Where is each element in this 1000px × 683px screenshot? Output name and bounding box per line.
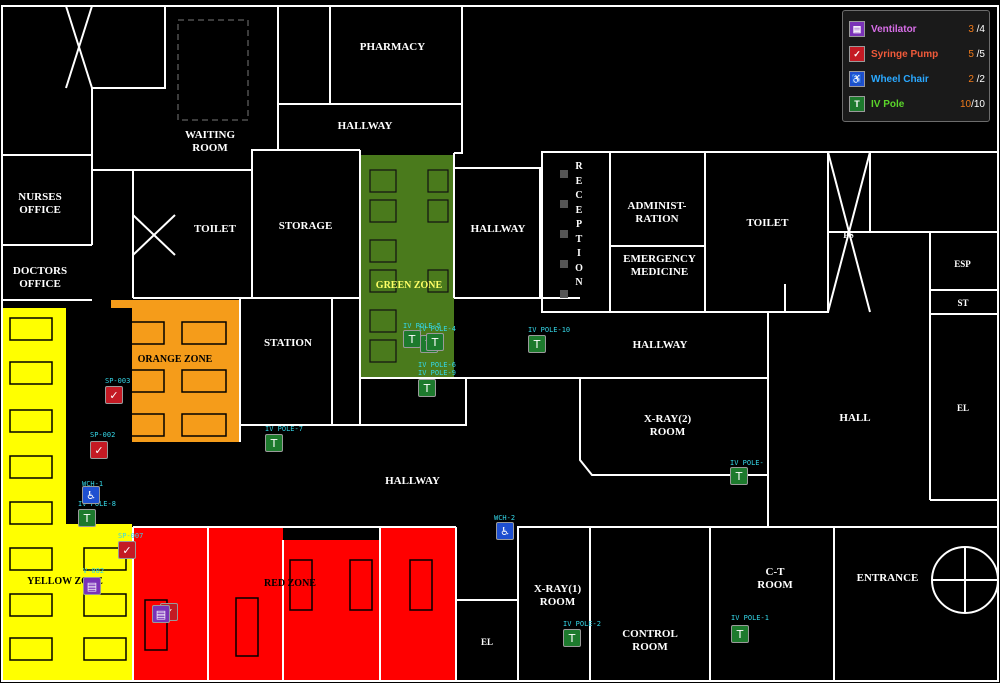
syringe-pump-icon[interactable]: ✓ (90, 441, 108, 459)
ventilator-icon[interactable]: ▤ (83, 577, 101, 595)
room-station: STATION (264, 337, 312, 349)
iv-pole-icon: T (849, 96, 865, 112)
room-emergency-medicine: EMERGENCY MEDICINE (623, 253, 696, 278)
legend-label: Ventilator (871, 23, 917, 35)
zone-label-red: RED ZONE (264, 578, 316, 589)
asset-tag: IV POLE-5 (403, 322, 441, 330)
asset-tag: IV POLE-9 (418, 369, 456, 377)
room-ct-room: C-T ROOM (757, 566, 793, 591)
iv-pole-icon[interactable]: T (265, 434, 283, 452)
asset-tag: IV POLE-7 (265, 425, 303, 433)
room-control-room: CONTROL ROOM (622, 628, 678, 653)
asset-tag: IV POLE-10 (528, 326, 571, 334)
legend-label: Syringe Pump (871, 48, 939, 60)
wheel-chair-icon: ♿ (849, 71, 865, 87)
asset-tag: IV POLE-4 (418, 325, 456, 333)
room-el-right: EL (956, 403, 969, 413)
asset-tag: SP-007 (118, 532, 144, 540)
wheel-chair-icon[interactable]: ♿ (496, 522, 514, 540)
ventilator-icon: ▤ (849, 21, 865, 37)
syringe-pump-icon[interactable]: ✓ (105, 386, 123, 404)
room-entrance: ENTRANCE (856, 572, 919, 584)
room-toilet-right: TOILET (746, 217, 789, 229)
legend-label: Wheel Chair (871, 73, 929, 85)
room-hallway-top: HALLWAY (337, 120, 393, 132)
room-administration: ADMINIST- RATION (627, 200, 687, 225)
room-xray1: X-RAY(1) ROOM (533, 583, 582, 608)
room-hallway-main: HALLWAY (385, 475, 440, 487)
asset-tag: IV POLE-8 (78, 500, 116, 508)
legend-label: IV Pole (871, 98, 905, 110)
red-zone-area-4 (380, 527, 456, 681)
iv-pole-icon[interactable]: T (528, 335, 546, 353)
iv-pole-icon[interactable]: T (426, 333, 444, 351)
legend-count: 2 /2 (968, 73, 985, 85)
room-esp: ESP (954, 259, 971, 269)
room-waiting-room: WAITING ROOM (184, 129, 236, 154)
asset-tag: WCH-1 (82, 480, 104, 488)
asset-tag: SP-002 (90, 431, 116, 439)
zone-label-yellow: YELLOW ZONE (27, 576, 103, 587)
room-hall: HALL (839, 412, 871, 424)
iv-pole-icon[interactable]: T (563, 629, 581, 647)
legend-count: 5 /5 (968, 48, 985, 60)
iv-pole-icon[interactable]: T (730, 467, 748, 485)
room-reception: R E C E P T I O N (575, 161, 583, 288)
legend-row-iv-pole[interactable]: T IV Pole 10/10 (849, 94, 985, 114)
ventilator-icon[interactable]: ▤ (152, 605, 170, 623)
asset-tag: IV POLE-1 (731, 614, 769, 622)
room-el-bottom: EL (480, 637, 493, 647)
room-xray2: X-RAY(2) ROOM (643, 413, 692, 438)
syringe-pump-icon[interactable]: ✓ (118, 541, 136, 559)
red-zone-area-2 (208, 527, 283, 681)
wheel-chair-icon[interactable]: ♿ (82, 486, 100, 504)
iv-pole-icon[interactable]: T (418, 379, 436, 397)
asset-tag: IV POLE-2 (563, 620, 601, 628)
iv-pole-icon[interactable]: T (403, 330, 421, 348)
asset-tag: IV POLE-6 (418, 361, 456, 369)
iv-pole-icon[interactable]: T (78, 509, 96, 527)
zone-label-orange: ORANGE ZONE (137, 354, 213, 365)
equipment-legend: ▤ Ventilator 3 /4 ✓ Syringe Pump 5 /5 ♿ … (842, 10, 990, 122)
room-hallway-mid: HALLWAY (470, 223, 526, 235)
room-st: ST (957, 298, 969, 308)
legend-row-ventilator[interactable]: ▤ Ventilator 3 /4 (849, 19, 985, 39)
room-doctors-office: DOCTORS OFFICE (12, 265, 68, 290)
room-ps: PS (843, 230, 854, 240)
asset-tag: IV POLE- (730, 459, 764, 467)
asset-tag: SP-003 (105, 377, 131, 385)
asset-tag: V-002 (83, 567, 105, 575)
room-nurses-office: NURSES OFFICE (18, 191, 62, 216)
legend-row-wheel-chair[interactable]: ♿ Wheel Chair 2 /2 (849, 69, 985, 89)
asset-tag: WCH-2 (494, 514, 516, 522)
legend-count: 10/10 (959, 98, 985, 110)
legend-row-syringe-pump[interactable]: ✓ Syringe Pump 5 /5 (849, 44, 985, 64)
room-hallway-east: HALLWAY (632, 339, 688, 351)
room-storage: STORAGE (278, 220, 333, 232)
syringe-pump-icon: ✓ (849, 46, 865, 62)
orange-zone-area (111, 300, 240, 442)
legend-count: 3 /4 (968, 23, 985, 35)
zone-label-green: GREEN ZONE (375, 280, 443, 291)
iv-pole-icon[interactable]: T (731, 625, 749, 643)
room-toilet-left: TOILET (194, 223, 236, 235)
room-pharmacy: PHARMACY (359, 41, 426, 53)
